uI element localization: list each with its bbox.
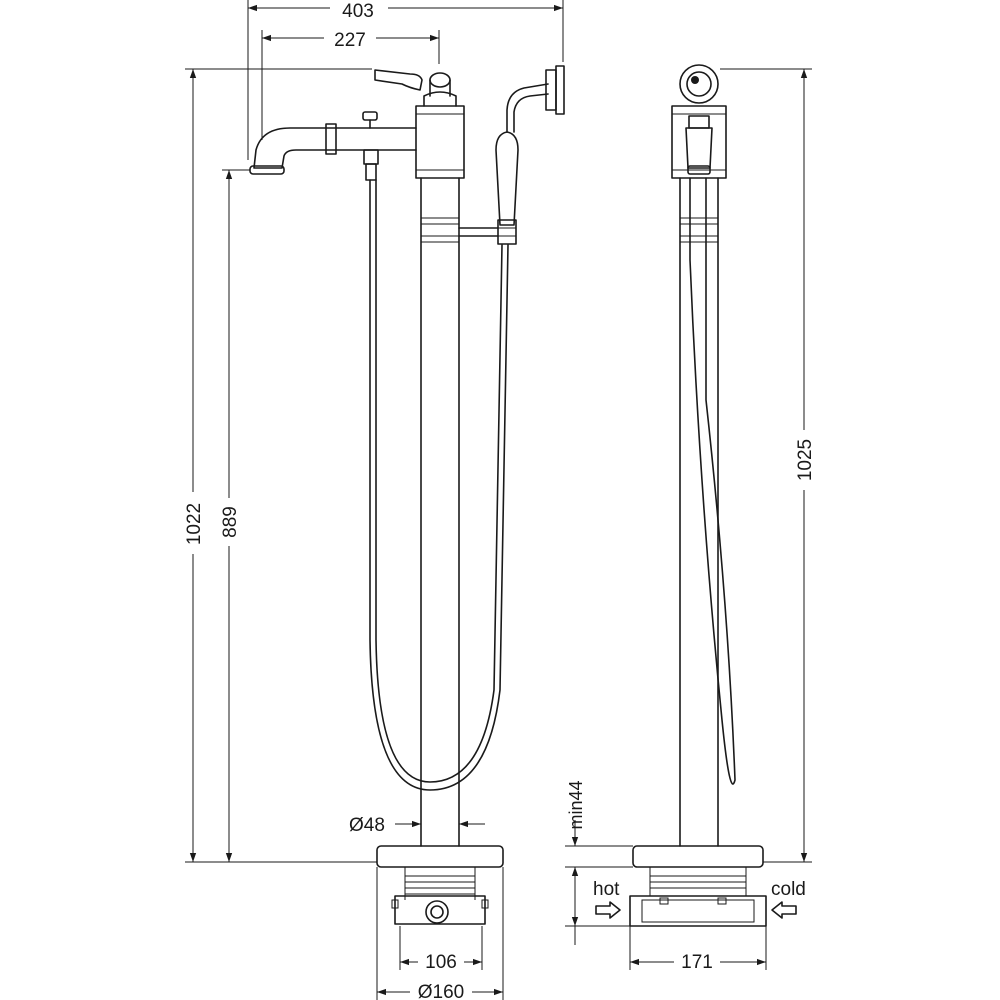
shower-hose-inner (375, 179, 503, 783)
side-view (595, 64, 797, 927)
main-pipe-side (679, 177, 719, 847)
hot-inlet-arrow-icon (595, 901, 621, 919)
label-overall-height-left: 1022 (184, 503, 205, 545)
label-spout-reach: 227 (334, 30, 366, 51)
mixer-body (415, 72, 465, 179)
floor-flange-side (632, 845, 764, 868)
dim-overall-height-left (185, 68, 377, 863)
spout (249, 123, 417, 175)
spout-side (685, 115, 713, 175)
hand-shower (495, 65, 565, 245)
lever-handle (374, 69, 423, 91)
main-pipe (420, 177, 460, 847)
label-box-width-side: 171 (681, 952, 713, 973)
shower-holder (458, 227, 499, 237)
concealed-box-front (391, 867, 489, 925)
label-hot: hot (593, 879, 620, 900)
hose-outlet (363, 149, 379, 181)
label-spout-height: 889 (220, 506, 241, 538)
mixer-body-side (671, 64, 727, 179)
cold-inlet-arrow-icon (771, 901, 797, 919)
concealed-box-side (629, 867, 767, 927)
label-cold: cold (771, 879, 806, 900)
shower-hose-side (689, 177, 736, 785)
label-min-depth: min44 (566, 780, 586, 829)
floor-flange (376, 845, 504, 868)
label-overall-height-right: 1025 (795, 439, 816, 481)
label-box-width-front: 106 (425, 952, 457, 973)
dim-base-diameter (376, 867, 504, 1000)
dim-min-depth (565, 820, 633, 945)
label-base-diameter: Ø160 (418, 982, 464, 1000)
front-view (249, 65, 565, 925)
shower-hose (369, 179, 509, 791)
diverter-knob (362, 111, 378, 129)
dim-overall-width (247, 0, 564, 160)
label-pipe-diameter: Ø48 (349, 815, 385, 836)
label-overall-width: 403 (342, 1, 374, 22)
